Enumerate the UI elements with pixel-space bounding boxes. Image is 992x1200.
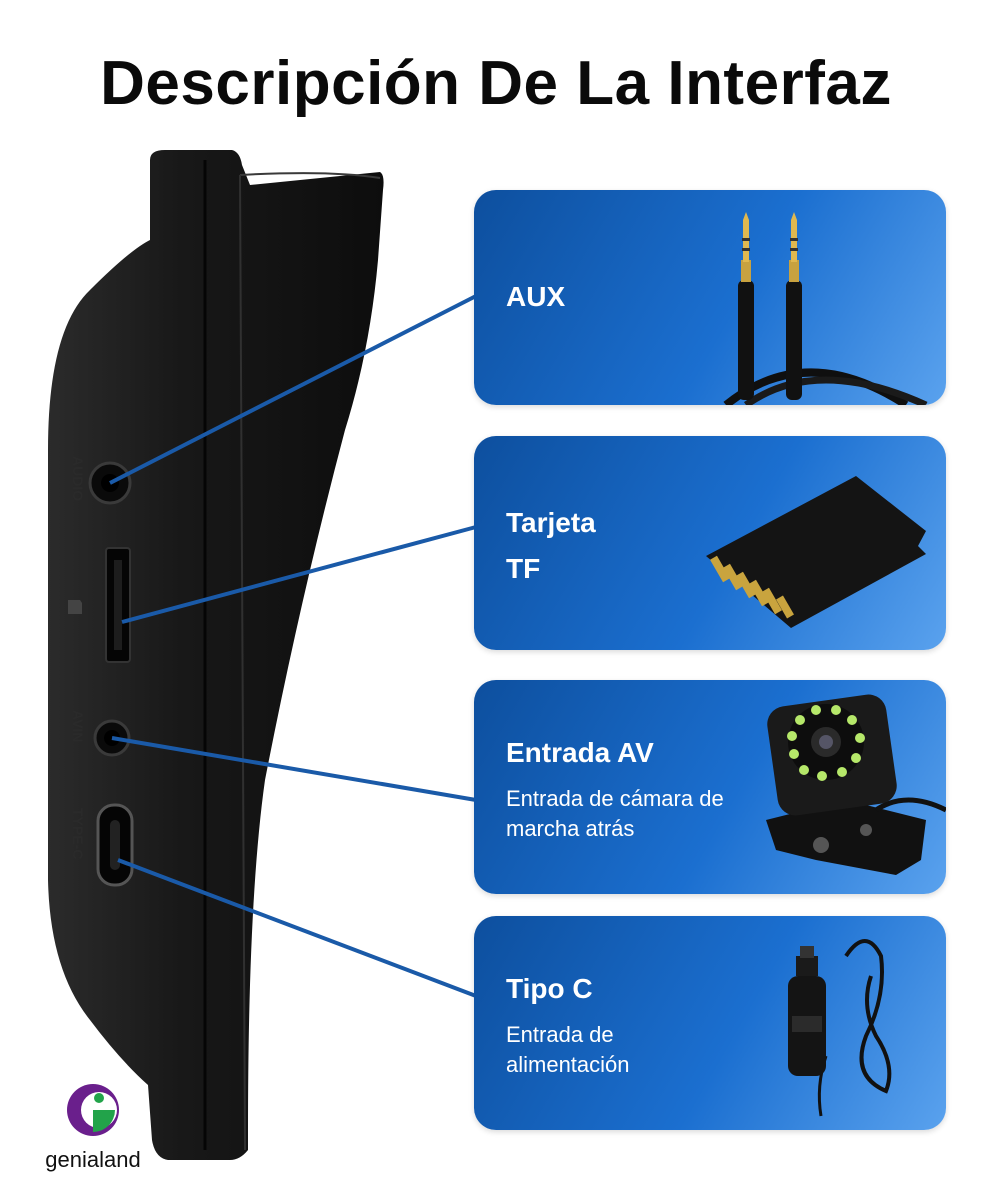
connector-line-typec [117,858,477,998]
aux-cable-icon [723,212,928,405]
card-heading-line-1: Tarjeta [506,507,596,538]
card-heading-line-2: TF [506,553,541,584]
connector-line-tf [121,525,477,624]
card-heading: AUX [506,281,566,312]
port-label-typec: TYPE-C [70,808,86,860]
port-label-audio: AUDIO [70,456,86,502]
port-label-avin: AVIN [70,710,86,743]
card-heading: Tipo C [506,973,593,1004]
connector-line-aux [109,294,477,485]
brand-name: genialand [45,1147,141,1172]
card-type-c: Tipo C Entrada de alimentación [474,916,946,1130]
genialand-logo-icon [67,1084,119,1136]
rear-camera-icon [766,694,946,875]
device-body [48,150,384,1160]
card-tf: Tarjeta TF [474,436,946,650]
card-description-line-1: Entrada de cámara de [506,786,724,811]
card-aux: AUX [474,190,946,405]
car-charger-icon [788,939,892,1117]
sd-card-icon [68,600,82,614]
card-description-line-2: alimentación [506,1052,630,1077]
page-title: Descripción De La Interfaz [100,49,892,118]
card-description-line-1: Entrada de [506,1022,614,1047]
connector-line-av [111,736,477,802]
brand-logo: genialand [28,1080,158,1173]
card-description-line-2: marcha atrás [506,816,635,841]
card-av: Entrada AV Entrada de cámara de marcha a… [474,680,946,894]
card-heading: Entrada AV [506,737,654,768]
microsd-card-icon [706,476,926,628]
